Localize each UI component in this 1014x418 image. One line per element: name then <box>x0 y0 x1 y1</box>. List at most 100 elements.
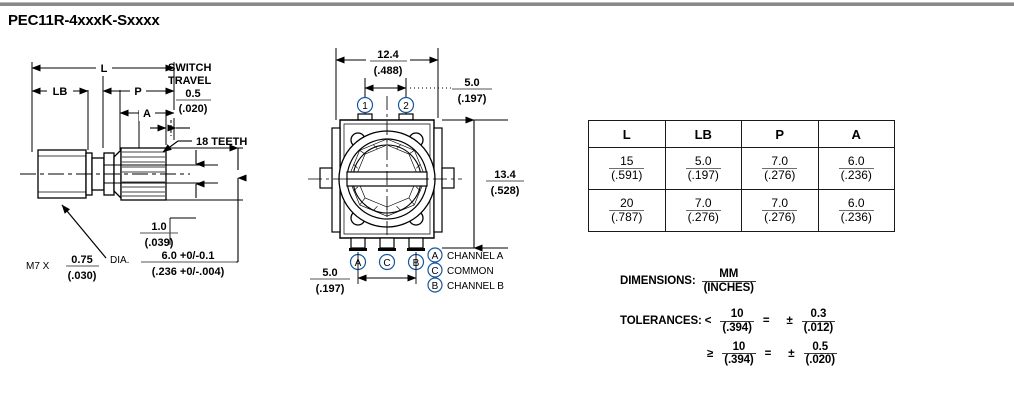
dimension-flat-and-dia: 1.0 (.039) <box>140 144 247 262</box>
legend-label-b: CHANNEL B <box>447 281 504 292</box>
dimension-overall-width: 12.4 (.488) <box>335 40 439 77</box>
value-inch: (.276) <box>764 210 796 224</box>
teeth-callout-label: 18 TEETH <box>196 136 247 148</box>
value-fraction: 7.0 (.276) <box>762 154 798 183</box>
tolerance-limit-mm-2: 10 <box>722 341 756 355</box>
value-inch: (.276) <box>764 168 796 182</box>
legend-label-a: CHANNEL A <box>447 251 504 262</box>
dimension-label-LB: LB <box>53 86 68 98</box>
front-width-mm: 12.4 <box>377 49 399 61</box>
thread-pitch-mm: 0.75 <box>71 254 92 266</box>
knurl-teeth <box>104 151 166 197</box>
dimension-switch-travel-arrows <box>150 120 190 136</box>
shaft-dia-mm: 6.0 +0/-0.1 <box>162 250 215 262</box>
cell-P-row1: 7.0 (.276) <box>741 147 819 190</box>
column-header-L: L <box>588 120 666 148</box>
value-inch: (.236) <box>840 210 872 224</box>
value-fraction: 20 (.787) <box>609 196 645 225</box>
switch-travel-inch: (.020) <box>179 103 208 115</box>
front-width-inch: (.488) <box>374 65 403 77</box>
header-divider <box>0 2 1014 6</box>
cell-L-row2: 20 (.787) <box>588 189 666 232</box>
value-mm: 15 <box>609 154 645 169</box>
cell-L-row1: 15 (.591) <box>588 147 666 190</box>
cell-LB-row1: 5.0 (.197) <box>664 147 742 190</box>
pin-callout-bottom: A C B <box>349 253 425 271</box>
tolerance-value-inch-2: (.020) <box>805 354 836 367</box>
value-fraction: 15 (.591) <box>609 154 645 183</box>
value-mm: 7.0 <box>685 196 721 211</box>
value-inch: (.787) <box>611 210 643 224</box>
dimension-A: A <box>119 105 175 121</box>
tolerance-row-2: ≥ 10 (.394) = ± 0.5 (.020) <box>620 341 843 367</box>
front-height-mm: 13.4 <box>494 169 516 181</box>
column-header-LB: LB <box>664 120 742 148</box>
tolerance-limit-2: 10 (.394) <box>722 341 756 367</box>
value-fraction: 7.0 (.276) <box>762 196 798 225</box>
left-side-view: L LB P A <box>20 60 247 282</box>
dimensions-unit-mm: MM <box>701 268 756 282</box>
top-mounting-lugs <box>357 113 414 121</box>
value-inch: (.236) <box>840 168 872 182</box>
teeth-callout: 18 TEETH <box>162 136 247 153</box>
cell-A-row2: 6.0 (.236) <box>817 189 895 232</box>
tolerance-pm-1: ± <box>786 315 793 328</box>
pin-callout-1: 1 <box>362 101 368 112</box>
dimension-P: P <box>102 83 175 99</box>
tolerance-value-1: 0.3 (.012) <box>801 308 836 334</box>
value-fraction: 7.0 (.276) <box>685 196 721 225</box>
shaft-flat-mm: 1.0 <box>151 221 166 233</box>
value-mm: 7.0 <box>762 196 798 211</box>
value-mm: 7.0 <box>762 154 798 169</box>
dimension-label-P: P <box>134 86 141 98</box>
thread-callout: M7 X 0.75 (.030) <box>26 204 107 282</box>
pin-callout-2: 2 <box>403 101 409 112</box>
table-header-row: L LB P A <box>588 120 895 148</box>
tolerance-comparator-2: ≥ <box>707 347 714 360</box>
dimensions-label: DIMENSIONS: <box>620 275 696 288</box>
shaft-dia-callout: DIA. 6.0 +0/-0.1 (.236 +0/-.004) <box>110 250 238 278</box>
dimension-spec-table: L LB P A 15 (.591) 5.0 (.197) <box>588 120 895 232</box>
value-fraction: 6.0 (.236) <box>838 196 874 225</box>
dimension-label-L: L <box>101 63 108 75</box>
dimensions-note: DIMENSIONS: MM (INCHES) <box>620 268 843 294</box>
front-height-inch: (.528) <box>491 185 520 197</box>
value-inch: (.197) <box>687 168 719 182</box>
dimension-bottom-terminal-pitch: 5.0 (.197) <box>310 252 417 295</box>
legend-symbol-b: B <box>432 281 439 292</box>
table-row: 20 (.787) 7.0 (.276) 7.0 (.276) <box>588 189 895 232</box>
legend-symbol-c: C <box>431 266 438 277</box>
value-mm: 20 <box>609 196 645 211</box>
bottom-terminals <box>350 237 424 249</box>
column-header-A: A <box>817 120 895 148</box>
switch-travel-note: SWITCH TRAVEL 0.5 (.020) <box>168 62 211 115</box>
column-header-P: P <box>741 120 819 148</box>
knurl-hatch <box>348 138 426 217</box>
cell-LB-row2: 7.0 (.276) <box>664 189 742 232</box>
tolerance-value-mm-2: 0.5 <box>803 341 837 355</box>
dimension-top-terminal-pitch: 5.0 (.197) <box>364 77 492 105</box>
shaft-flat-inch: (.039) <box>145 237 174 249</box>
side-brackets <box>319 127 455 233</box>
legend-symbol-a: A <box>432 251 439 262</box>
top-pitch-inch: (.197) <box>458 93 487 105</box>
table-row: 15 (.591) 5.0 (.197) 7.0 (.276) <box>588 147 895 190</box>
bottom-pitch-mm: 5.0 <box>322 267 337 279</box>
terminal-legend: A CHANNEL A C COMMON B CHANNEL B <box>427 247 504 293</box>
dimension-L: L <box>31 60 175 76</box>
tolerance-limit-inch-2: (.394) <box>724 354 754 367</box>
thread-pitch-inch: (.030) <box>68 270 97 282</box>
dimensions-unit-inch: (INCHES) <box>703 281 754 294</box>
tolerance-equals-1: = <box>762 315 770 328</box>
dimension-overall-height: 13.4 (.528) <box>442 116 528 252</box>
shaft-dia-prefix: DIA. <box>110 255 129 266</box>
switch-travel-line1: SWITCH <box>168 62 211 74</box>
tolerance-value-2: 0.5 (.020) <box>803 341 837 367</box>
front-view: 12.4 (.488) 5.0 (.197) 1 2 <box>308 40 528 295</box>
tolerance-pm-2: ± <box>788 347 795 360</box>
dimension-LB: LB <box>31 83 89 99</box>
tolerance-limit-1: 10 (.394) <box>720 308 754 334</box>
shaft-dia-inch: (.236 +0/-.004) <box>152 266 225 278</box>
